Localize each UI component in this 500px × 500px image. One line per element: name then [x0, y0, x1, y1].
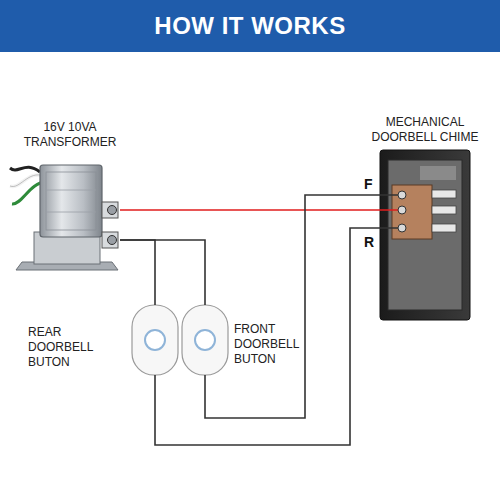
wire — [120, 240, 155, 305]
chime-housing — [380, 150, 470, 320]
core-line — [46, 190, 96, 191]
plunger — [432, 190, 456, 198]
title: HOW IT WORKS — [0, 0, 500, 52]
chime-sticker — [420, 166, 456, 180]
chime-plate — [388, 160, 462, 310]
terminal-label: F — [364, 176, 373, 192]
front-button: FRONT DOORBELL BUTON — [182, 305, 228, 375]
core-line — [46, 212, 96, 213]
node-label: FRONT DOORBELL BUTON — [234, 322, 302, 367]
doorbell-button — [182, 305, 228, 375]
transformer: 16V 10VA TRANSFORMER — [20, 155, 120, 270]
wire — [155, 228, 380, 445]
doorbell-chime: MECHANICAL DOORBELL CHIME — [380, 150, 470, 320]
terminal-label: R — [364, 234, 374, 250]
node-label: MECHANICAL DOORBELL CHIME — [365, 115, 485, 145]
terminal-plate — [102, 232, 118, 248]
terminal-wire — [380, 194, 400, 196]
lead-wire — [10, 167, 40, 172]
terminal-block — [392, 185, 432, 239]
node-label: REAR DOORBELL BUTON — [28, 325, 128, 370]
plunger — [432, 206, 456, 214]
terminal-wire — [380, 209, 400, 211]
transformer-core — [46, 172, 96, 230]
terminal-wire — [380, 227, 400, 229]
terminal-screw — [108, 206, 117, 215]
terminal-plate — [102, 202, 118, 218]
button-ring — [195, 330, 215, 350]
doorbell-button — [132, 305, 178, 375]
transformer-body — [40, 165, 102, 237]
terminal-screw — [398, 191, 406, 199]
button-ring — [145, 330, 165, 350]
rear-button: REAR DOORBELL BUTON — [132, 305, 178, 375]
wire — [120, 240, 205, 305]
plunger — [432, 224, 456, 232]
terminal-screw — [398, 206, 406, 214]
wire — [120, 209, 380, 211]
node-label: 16V 10VA TRANSFORMER — [10, 120, 130, 150]
terminal-screw — [398, 224, 406, 232]
terminal-screw — [108, 236, 117, 245]
